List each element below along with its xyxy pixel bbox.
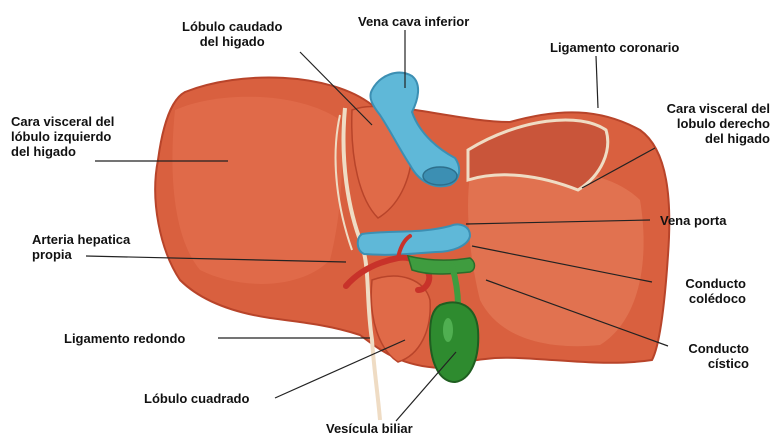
label-portal-vein: Vena porta [660,213,726,228]
leader-quadrate [275,340,405,398]
label-cystic-duct: Conducto cístico [650,341,749,371]
label-right-visceral: Cara visceral del lobulo derecho del hig… [628,101,770,146]
label-common-bile-duct: Conducto colédoco [640,276,746,306]
label-quadrate-lobe: Lóbulo cuadrado [144,391,249,406]
label-left-visceral: Cara visceral del lóbulo izquierdo del h… [11,114,114,159]
gallbladder-shape [430,302,478,382]
right-lobe-shade [468,168,644,346]
left-lobe-shade [172,97,342,284]
label-hepatic-artery: Arteria hepatica propia [32,232,130,262]
gallbladder-highlight [443,318,453,342]
label-round-ligament: Ligamento redondo [64,331,185,346]
label-ivc: Vena cava inferior [358,14,469,29]
label-coronary-ligament: Ligamento coronario [550,40,679,55]
label-caudate-lobe: Lóbulo caudado del higado [182,19,282,49]
label-gallbladder: Vesícula biliar [326,421,413,436]
ivc-lumen [423,167,457,185]
leader-coronary [596,56,598,108]
